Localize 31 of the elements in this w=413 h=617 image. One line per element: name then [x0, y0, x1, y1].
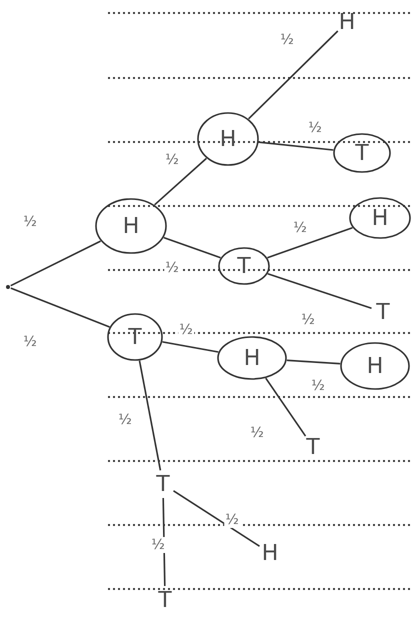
branch-line [258, 141, 334, 151]
outcome-letter: T [371, 298, 395, 326]
probability-label: ½ [224, 512, 240, 528]
branch-line [162, 498, 166, 586]
branch-line [10, 287, 110, 328]
branch-line [265, 378, 306, 437]
circled-outcome: H [340, 342, 410, 390]
branch-line [154, 158, 207, 206]
circled-outcome: T [107, 313, 163, 361]
outcome-letter: T [301, 433, 325, 461]
branch-line [164, 236, 221, 258]
circled-outcome: H [349, 197, 411, 239]
branch-line [10, 240, 101, 286]
circled-outcome: T [218, 247, 270, 285]
circled-outcome: H [95, 198, 167, 254]
branch-line [267, 273, 372, 309]
circled-outcome: H [217, 336, 287, 380]
branch-line [138, 360, 162, 470]
branch-line [173, 490, 260, 547]
outcome-letter: H [258, 539, 282, 567]
circled-outcome: T [333, 133, 391, 173]
outcome-letter: T [153, 586, 177, 614]
branch-line [162, 341, 218, 353]
branch-line [267, 226, 353, 258]
circled-outcome: H [197, 112, 259, 166]
branch-line [286, 360, 340, 364]
probability-label: ½ [150, 537, 166, 553]
start-point [5, 284, 11, 290]
branch-line [248, 30, 338, 120]
outcome-letter: T [151, 470, 175, 498]
outcome-letter: H [335, 8, 359, 36]
